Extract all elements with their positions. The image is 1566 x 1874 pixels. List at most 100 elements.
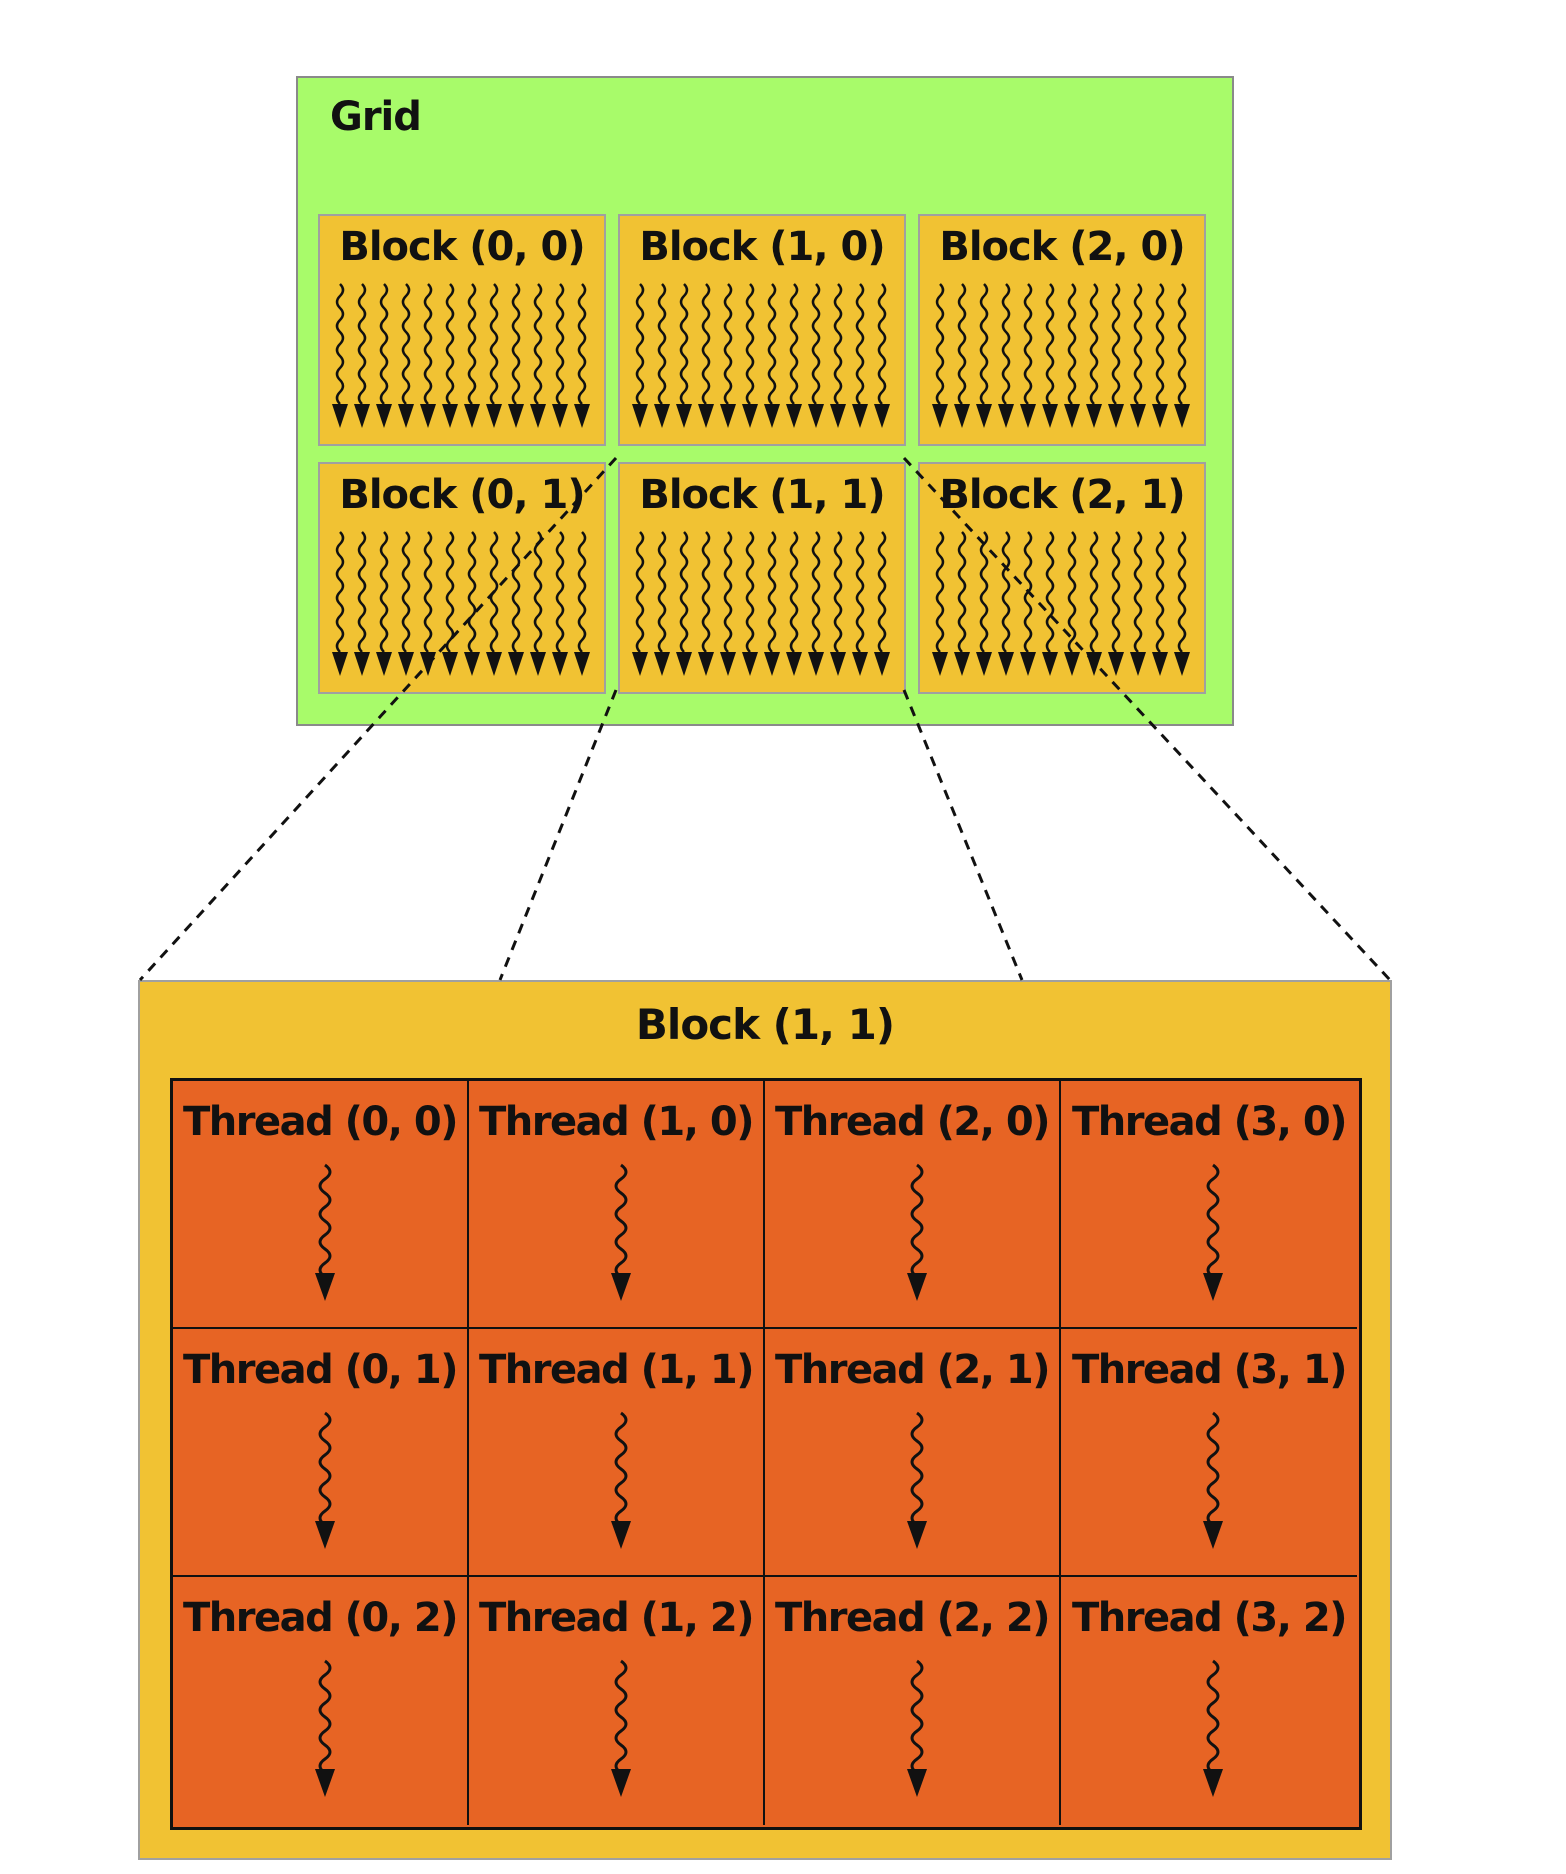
thread-squiggle [935,283,945,405]
thread-bundle-icon [632,283,890,428]
thread-arrowhead [1108,652,1124,676]
thread-label: Thread (0, 1) [182,1347,459,1393]
thread-squiggle [811,283,821,405]
thread-arrowhead [808,652,824,676]
thread-arrowhead [954,404,970,428]
thread-squiggle [767,283,777,405]
thread-squiggle [701,531,711,653]
thread-arrowhead [786,652,802,676]
thread-squiggle [1133,531,1143,653]
thread-squiggle [467,531,477,653]
thread-squiggle [1067,531,1077,653]
thread-squiggle [679,283,689,405]
thread-cell-3-1: Thread (3, 1) [1061,1329,1357,1577]
thread-squiggle [423,283,433,405]
thread-arrowhead [654,404,670,428]
thread-squiggle [577,531,587,653]
thread-cell-2-2: Thread (2, 2) [765,1577,1061,1825]
thread-arrowhead [1203,1273,1223,1301]
thread-squiggle [379,531,389,653]
grid-block-label: Block (0, 0) [339,224,585,270]
thread-squiggle [935,531,945,653]
thread-squiggle [318,1659,332,1775]
thread-arrowhead [874,652,890,676]
thread-arrowhead [508,404,524,428]
thread-arrowhead [1174,652,1190,676]
thread-arrowhead [1152,652,1168,676]
thread-arrowhead [464,404,480,428]
thread-squiggle [877,283,887,405]
thread-arrowhead [1174,404,1190,428]
thread-squiggle [723,531,733,653]
grid-block-label: Block (1, 0) [639,224,885,270]
thread-arrowhead [1020,404,1036,428]
thread-squiggle [1206,1411,1220,1527]
thread-bundle-icon [332,283,590,428]
thread-arrowhead [954,652,970,676]
thread-arrow-icon [907,1659,927,1797]
thread-arrowhead [398,404,414,428]
thread-bundle-icon [932,283,1190,428]
thread-squiggle [1045,531,1055,653]
thread-squiggle [577,283,587,405]
thread-squiggle [855,283,865,405]
thread-squiggle [745,283,755,405]
thread-arrow-icon [1203,1411,1223,1549]
thread-squiggle [357,283,367,405]
thread-squiggle [1177,531,1187,653]
thread-arrowhead [1064,652,1080,676]
thread-squiggle [1001,531,1011,653]
thread-squiggle [467,283,477,405]
grid-block-1-0: Block (1, 0) [618,214,906,446]
thread-squiggle [979,283,989,405]
thread-arrowhead [354,652,370,676]
thread-arrowhead [632,652,648,676]
thread-arrow-icon [907,1163,927,1301]
thread-arrowhead [1130,652,1146,676]
thread-squiggle [489,531,499,653]
thread-arrowhead [720,652,736,676]
thread-arrow-icon [1203,1659,1223,1797]
thread-arrowhead [315,1769,335,1797]
thread-arrow-icon [611,1659,631,1797]
thread-arrowhead [976,404,992,428]
grid-block-0-0: Block (0, 0) [318,214,606,446]
thread-squiggle [1206,1163,1220,1279]
thread-arrow-icon [611,1163,631,1301]
thread-squiggle [657,283,667,405]
thread-table: Thread (0, 0) Thread (1, 0) Thread (2, 0… [170,1078,1362,1830]
thread-arrowhead [676,404,692,428]
thread-squiggle [511,283,521,405]
thread-squiggle [1023,531,1033,653]
thread-squiggle [1089,531,1099,653]
thread-arrowhead [530,404,546,428]
grid-block-1-1: Block (1, 1) [618,462,906,694]
thread-arrow-icon [315,1163,335,1301]
grid-block-2-0: Block (2, 0) [918,214,1206,446]
thread-squiggle [318,1163,332,1279]
thread-arrowhead [1152,404,1168,428]
thread-arrowhead [1064,404,1080,428]
thread-arrowhead [786,404,802,428]
thread-arrowhead [1086,404,1102,428]
thread-squiggle [1133,283,1143,405]
thread-arrowhead [764,652,780,676]
thread-arrowhead [764,404,780,428]
thread-label: Thread (1, 0) [478,1099,755,1145]
thread-arrowhead [332,404,348,428]
thread-arrow-icon [611,1411,631,1549]
thread-arrowhead [976,652,992,676]
thread-squiggle [511,531,521,653]
thread-arrowhead [442,404,458,428]
thread-arrowhead [574,652,590,676]
thread-squiggle [335,283,345,405]
thread-cell-1-0: Thread (1, 0) [469,1081,765,1329]
thread-arrowhead [1108,404,1124,428]
thread-arrowhead [1203,1769,1223,1797]
thread-arrowhead [552,652,568,676]
grid-block-0-1: Block (0, 1) [318,462,606,694]
thread-arrowhead [907,1769,927,1797]
thread-squiggle [877,531,887,653]
thread-arrowhead [508,652,524,676]
thread-squiggle [767,531,777,653]
